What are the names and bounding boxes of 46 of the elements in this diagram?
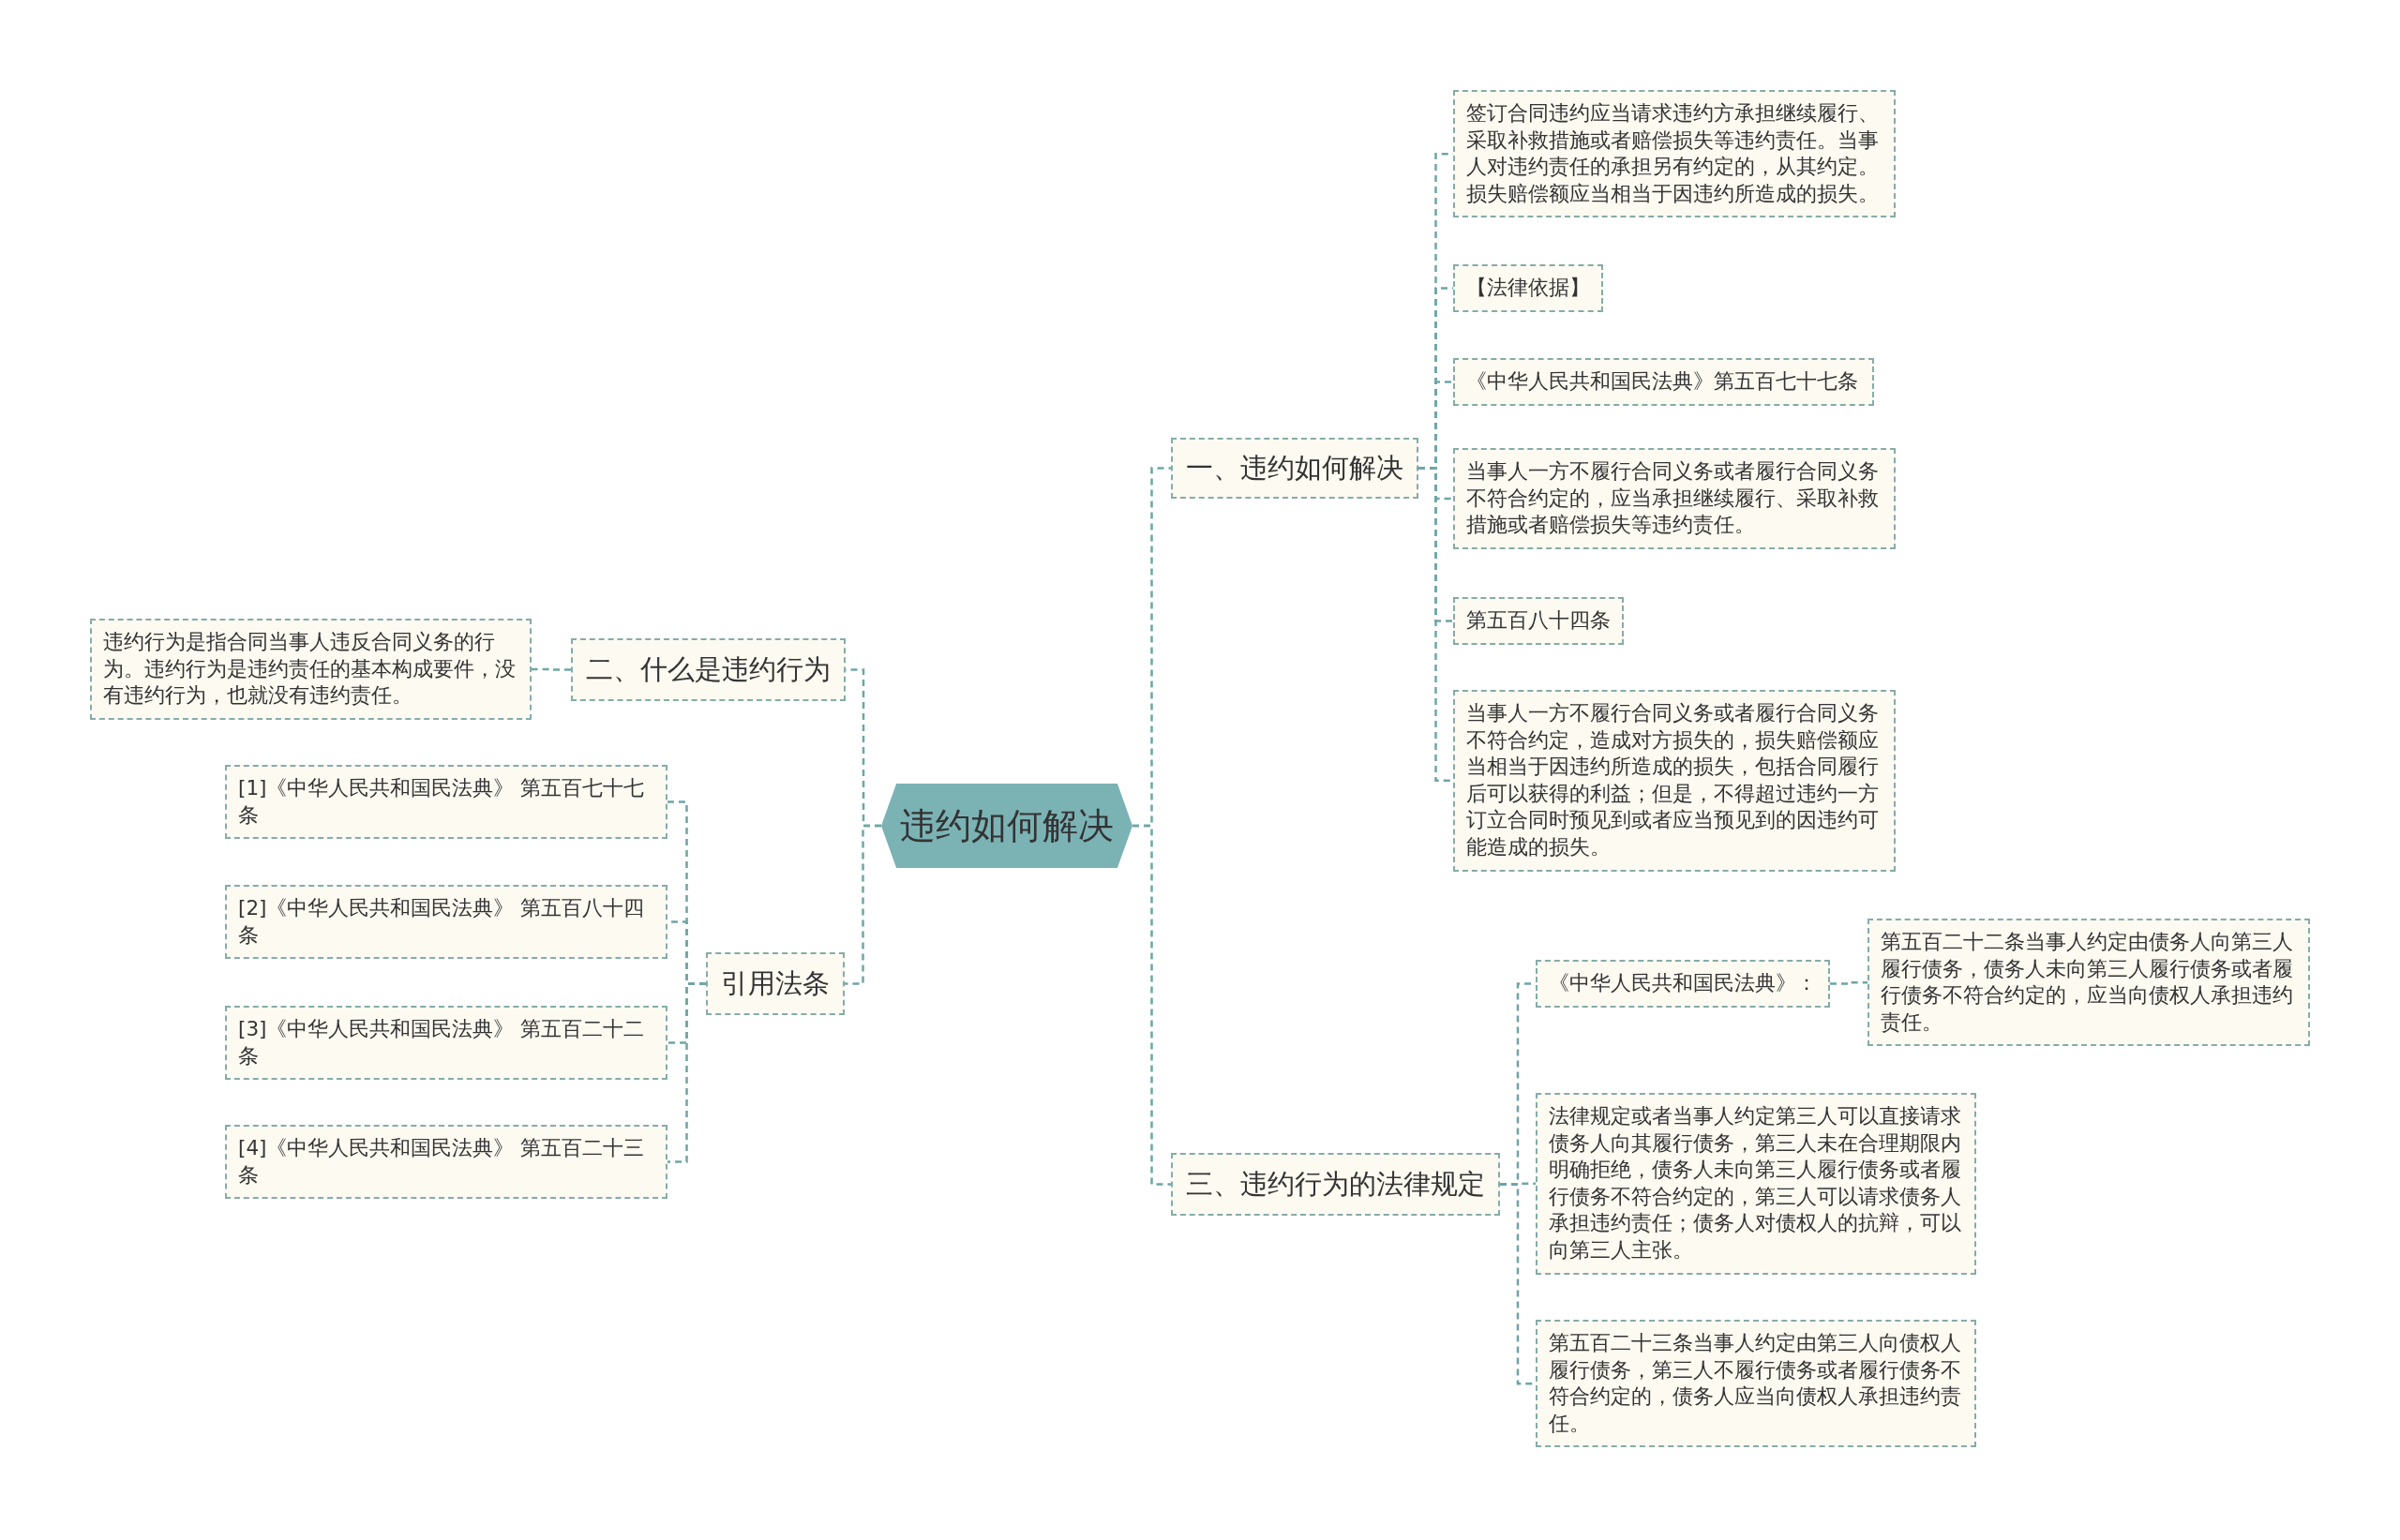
- note-box: [1453, 448, 1896, 549]
- topic-text: 三、违约行为的法律规定: [1186, 1166, 1485, 1202]
- note-text: 当事人一方不履行合同义务或者履行合同义务不符合约定，造成对方损失的，损失赔偿额应当相当于因违约所造成的损失，包括合同履行后可以获得的利益；但是，不得超过违约一方订立合同时预见到或者应当预见到的因违约可能造成的损失。: [1466, 701, 1879, 859]
- note-text: 【法律依据】: [1466, 276, 1590, 299]
- note-text: 法律规定或者当事人约定第三人可以直接请求债务人向其履行债务，第三人未在合理期限内明确拒绝，债务人未向第三人履行债务或者履行债务不符合约定的，第三人可以请求债务人承担违约责任；债务人对债权人的抗辩，可以向第三人主张。: [1549, 1104, 1961, 1262]
- note-box: [1868, 919, 2310, 1047]
- note-box: [1453, 358, 1874, 406]
- note-text: [3]《中华人民共和国民法典》 第五百二十二条: [238, 1017, 645, 1068]
- note-text: 《中华人民共和国民法典》：: [1549, 971, 1817, 994]
- note-box: [225, 1125, 668, 1200]
- topic-box: [1171, 1153, 1500, 1216]
- note-text: 当事人一方不履行合同义务或者履行合同义务不符合约定的，应当承担继续履行、采取补救措施或者赔偿损失等违约责任。: [1466, 459, 1879, 537]
- note-box: [1453, 90, 1896, 218]
- note-text: 第五百二十三条当事人约定由第三人向债权人履行债务，第三人不履行债务或者履行债务不符合约定的，债务人应当向债权人承担违约责任。: [1549, 1331, 1961, 1435]
- connector-line: [532, 667, 571, 671]
- connector-line: [845, 824, 881, 985]
- note-box: [1453, 690, 1896, 872]
- topic-text: 一、违约如何解决: [1186, 450, 1403, 486]
- note-text: [2]《中华人民共和国民法典》 第五百八十四条: [238, 896, 645, 947]
- note-box: [1536, 1320, 1976, 1448]
- connector-line: [1830, 980, 1868, 985]
- note-box: [1453, 264, 1603, 312]
- note-box: [1536, 960, 1830, 1008]
- connector-line: [668, 982, 706, 1163]
- note-box: [225, 765, 668, 840]
- topic-box: [706, 952, 845, 1015]
- note-box: [225, 885, 668, 960]
- note-text: [1]《中华人民共和国民法典》 第五百七十七条: [238, 776, 645, 827]
- note-text: 违约行为是指合同当事人违反合同义务的行为。违约行为是违约责任的基本构成要件，没有违约行为，也就没有违约责任。: [103, 630, 516, 708]
- note-text: 签订合同违约应当请求违约方承担继续履行、采取补救措施或者赔偿损失等违约责任。当事人对违约责任的承担另有约定的，从其约定。损失赔偿额应当相当于因违约所造成的损失。: [1466, 101, 1879, 205]
- central-topic-text: 违约如何解决: [900, 803, 1114, 848]
- topic-box: [571, 638, 846, 701]
- central-topic: [881, 784, 1132, 868]
- note-text: 第五百二十二条当事人约定由债务人向第三人履行债务，债务人未向第三人履行债务或者履行债务不符合约定的，应当向债权人承担违约责任。: [1881, 930, 2293, 1034]
- note-text: 第五百八十四条: [1466, 608, 1611, 632]
- connector-line: [1132, 824, 1171, 1186]
- note-box: [1453, 597, 1624, 645]
- note-box: [225, 1006, 668, 1081]
- connector-line: [1418, 467, 1453, 783]
- note-text: [4]《中华人民共和国民法典》 第五百二十三条: [238, 1136, 645, 1187]
- note-box: [90, 619, 532, 720]
- note-box: [1536, 1093, 1976, 1275]
- topic-box: [1171, 438, 1418, 499]
- note-text: 《中华人民共和国民法典》第五百七十七条: [1466, 369, 1858, 393]
- topic-text: 二、什么是违约行为: [586, 651, 831, 687]
- topic-text: 引用法条: [721, 965, 830, 1001]
